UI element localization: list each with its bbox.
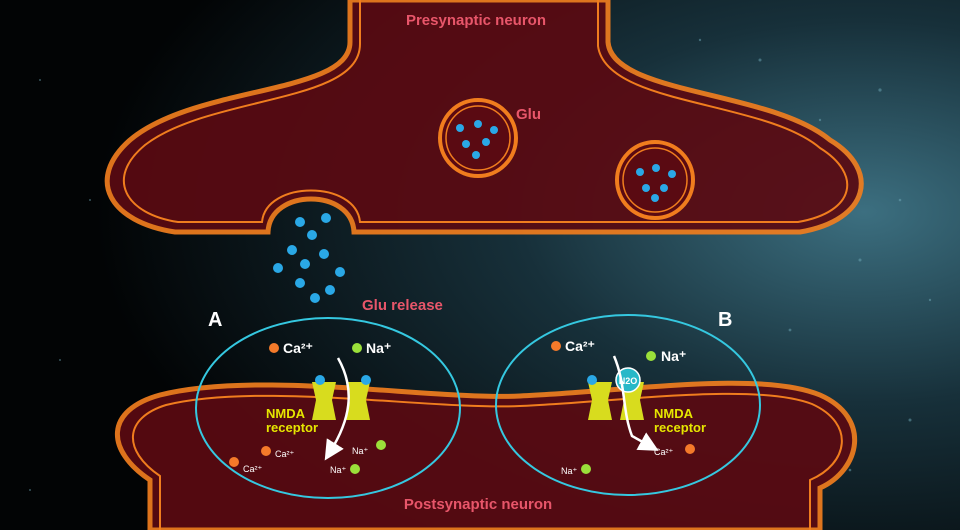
panel-b-inside-na-icon <box>581 464 591 474</box>
postsynaptic-label: Postsynaptic neuron <box>404 496 552 513</box>
panel-a-ion-flow-arrow <box>324 357 350 461</box>
panel-a-ca-ion-icon <box>269 343 279 353</box>
panel-a-ca-label: Ca²⁺ <box>283 340 313 356</box>
panel-b-na-ion-icon <box>646 351 656 361</box>
panel-b-receptor-line1: NMDA <box>654 406 694 421</box>
vesicle-1 <box>438 98 518 178</box>
panel-a-na-ion-icon <box>352 343 362 353</box>
panel-a-inside-na-2: Na⁺ <box>330 465 347 475</box>
panel-b-ca-label: Ca²⁺ <box>565 338 595 354</box>
panel-a-inside-na-icon-1 <box>376 440 386 450</box>
panel-a-inside-ca-icon-2 <box>229 457 239 467</box>
postsynaptic-inner-membrane <box>132 392 843 530</box>
panel-a-inside-ca-icon-1 <box>261 446 271 456</box>
panel-b-inside-ca-icon <box>685 444 695 454</box>
panel-b-ca-ion-icon <box>551 341 561 351</box>
panel-b-inside-ca: Ca²⁺ <box>654 447 674 457</box>
panel-a-inside-na-1: Na⁺ <box>352 446 369 456</box>
panel-a-inside-ca-2: Ca²⁺ <box>243 464 263 474</box>
panel-b-circle <box>495 314 761 496</box>
glu-release-label: Glu release <box>362 297 443 314</box>
n2o-label: N2O <box>619 376 638 386</box>
texture-speckles <box>29 38 932 491</box>
panel-b-ion-flow-arrow <box>612 355 659 451</box>
released-glutamate <box>273 213 345 303</box>
presynaptic-label: Presynaptic neuron <box>406 12 546 29</box>
panel-a-letter: A <box>208 309 222 331</box>
panel-b-na-label: Na⁺ <box>661 348 686 364</box>
presynaptic-inner-membrane <box>122 0 849 223</box>
panel-a-receptor-line2: receptor <box>266 420 318 435</box>
panel-a-nmda-receptor <box>312 375 371 420</box>
postsynaptic-neuron <box>114 380 858 530</box>
panel-b-letter: B <box>718 309 732 331</box>
panel-b-inside-na: Na⁺ <box>561 466 578 476</box>
panel-a-inside-na-icon-2 <box>350 464 360 474</box>
glu-label: Glu <box>516 106 541 123</box>
panel-a-na-label: Na⁺ <box>366 340 391 356</box>
panel-a-circle <box>195 317 461 499</box>
panel-a-inside-ca-1: Ca²⁺ <box>275 449 295 459</box>
panel-b-receptor-line2: receptor <box>654 420 706 435</box>
panel-a-receptor-line1: NMDA <box>266 406 306 421</box>
vesicle-2 <box>615 140 695 220</box>
